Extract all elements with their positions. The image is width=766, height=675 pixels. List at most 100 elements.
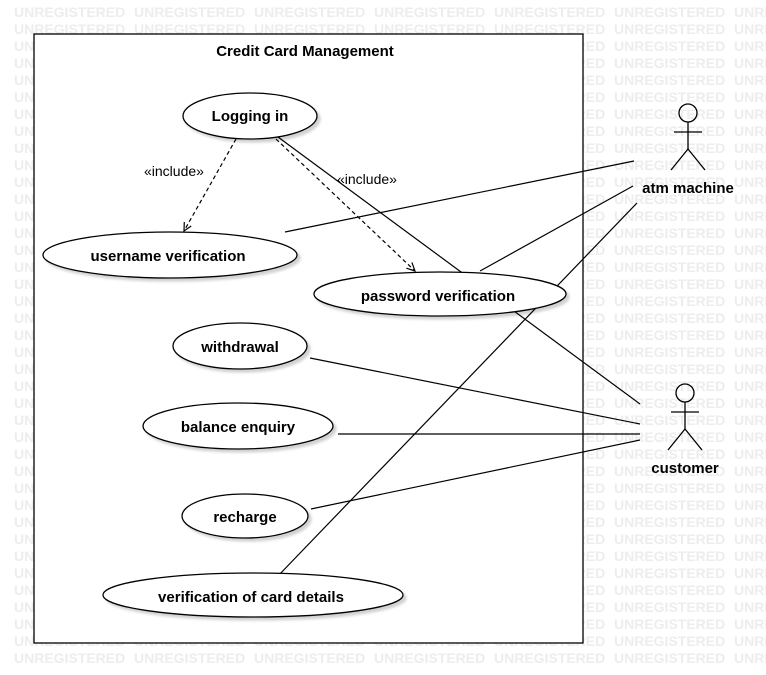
watermark-text: UNREGISTERED: [614, 361, 725, 377]
watermark-text: UNREGISTERED: [614, 565, 725, 581]
watermark-text: UNREGISTERED: [614, 582, 725, 598]
watermark-text: UNREGISTERED: [734, 429, 766, 445]
use-case-recharge[interactable]: recharge: [181, 493, 309, 539]
watermark-text: UNREGISTERED: [734, 650, 766, 666]
watermark-text: UNREGISTERED: [734, 378, 766, 394]
watermark-text: UNREGISTERED: [734, 208, 766, 224]
use-case-withdrawal-label: withdrawal: [200, 339, 279, 356]
watermark-text: UNREGISTERED: [134, 650, 245, 666]
use-case-card-details-label: verification of card details: [158, 589, 344, 606]
actor-atm-machine[interactable]: atm machine: [642, 103, 734, 197]
use-case-withdrawal-shape: [172, 322, 308, 370]
watermark-text: UNREGISTERED: [254, 21, 365, 37]
watermark-text: UNREGISTERED: [614, 89, 725, 105]
watermark-text: UNREGISTERED: [734, 361, 766, 377]
watermark-text: UNREGISTERED: [734, 599, 766, 615]
use-case-logging-in[interactable]: Logging in: [182, 92, 318, 140]
watermark-text: UNREGISTERED: [374, 21, 485, 37]
actor-customer[interactable]: customer: [651, 383, 719, 477]
watermark-text: UNREGISTERED: [614, 531, 725, 547]
watermark-text: UNREGISTERED: [254, 4, 365, 20]
watermark-text: UNREGISTERED: [734, 565, 766, 581]
actor-customer-figure: [667, 383, 703, 451]
include-username-arrowhead: [183, 221, 192, 233]
watermark-text: UNREGISTERED: [614, 378, 725, 394]
watermark-text: UNREGISTERED: [734, 633, 766, 649]
actor-atm-machine-label: atm machine: [642, 180, 734, 197]
watermark-text: UNREGISTERED: [614, 344, 725, 360]
watermark-text: UNREGISTERED: [614, 514, 725, 530]
watermark-text: UNREGISTERED: [614, 4, 725, 20]
use-case-username-verification-shape: [42, 231, 298, 279]
watermark-text: UNREGISTERED: [734, 89, 766, 105]
assoc-carddetails-atm: [276, 202, 638, 578]
watermark-text: UNREGISTERED: [614, 327, 725, 343]
watermark-text: UNREGISTERED: [734, 21, 766, 37]
watermark-text: UNREGISTERED: [14, 650, 125, 666]
watermark-text: UNREGISTERED: [734, 123, 766, 139]
watermark-text: UNREGISTERED: [614, 650, 725, 666]
watermark-text: UNREGISTERED: [734, 174, 766, 190]
watermark-text: UNREGISTERED: [614, 395, 725, 411]
use-case-card-details[interactable]: verification of card details: [102, 572, 404, 618]
use-case-password-verification[interactable]: password verification: [313, 271, 567, 317]
assoc-withdrawal-customer: [309, 357, 641, 425]
include-password-arrowhead: [406, 262, 416, 272]
watermark-text: UNREGISTERED: [614, 310, 725, 326]
watermark-text: UNREGISTERED: [134, 21, 245, 37]
actor-atm-machine-figure: [670, 103, 706, 171]
watermark-text: UNREGISTERED: [734, 327, 766, 343]
watermark-text: UNREGISTERED: [734, 412, 766, 428]
watermark-text: UNREGISTERED: [614, 259, 725, 275]
watermark-text: UNREGISTERED: [734, 242, 766, 258]
watermark-text: UNREGISTERED: [734, 140, 766, 156]
watermark-text: UNREGISTERED: [614, 157, 725, 173]
watermark-text: UNREGISTERED: [614, 242, 725, 258]
use-case-password-verification-shape: [313, 271, 567, 317]
watermark-text: UNREGISTERED: [614, 21, 725, 37]
use-case-password-verification-label: password verification: [361, 288, 515, 305]
watermark-text: UNREGISTERED: [614, 480, 725, 496]
watermark-text: UNREGISTERED: [734, 514, 766, 530]
watermark-text: UNREGISTERED: [614, 293, 725, 309]
watermark-text: UNREGISTERED: [614, 208, 725, 224]
watermark-text: UNREGISTERED: [734, 463, 766, 479]
use-case-logging-in-shape: [182, 92, 318, 140]
use-case-recharge-shape: [181, 493, 309, 539]
watermark-text: UNREGISTERED: [614, 276, 725, 292]
watermark-text: UNREGISTERED: [734, 4, 766, 20]
use-case-withdrawal[interactable]: withdrawal: [172, 322, 308, 370]
watermark-text: UNREGISTERED: [734, 191, 766, 207]
watermark-text: UNREGISTERED: [614, 497, 725, 513]
include-label-username: «include»: [144, 163, 204, 179]
watermark-text: UNREGISTERED: [614, 72, 725, 88]
use-case-recharge-label: recharge: [213, 509, 276, 526]
system-title: Credit Card Management: [216, 43, 394, 60]
watermark-text: UNREGISTERED: [494, 4, 605, 20]
watermark-text: UNREGISTERED: [254, 650, 365, 666]
use-case-username-verification[interactable]: username verification: [42, 231, 298, 279]
assoc-recharge-customer: [310, 439, 641, 510]
watermark-text: UNREGISTERED: [614, 429, 725, 445]
watermark-text: UNREGISTERED: [734, 293, 766, 309]
watermark-text: UNREGISTERED: [734, 55, 766, 71]
use-case-balance-enquiry[interactable]: balance enquiry: [142, 402, 334, 450]
watermark-text: UNREGISTERED: [614, 38, 725, 54]
use-case-balance-enquiry-shape: [142, 402, 334, 450]
include-password-line: [275, 138, 416, 272]
system-boundary: [33, 33, 584, 644]
use-case-balance-enquiry-label: balance enquiry: [181, 419, 296, 436]
watermark-text: UNREGISTERED: [734, 616, 766, 632]
watermark-text: UNREGISTERED: [14, 21, 125, 37]
watermark-text: UNREGISTERED: [614, 463, 725, 479]
watermark-text: UNREGISTERED: [614, 191, 725, 207]
watermark-text: UNREGISTERED: [614, 599, 725, 615]
watermark-text: UNREGISTERED: [734, 582, 766, 598]
watermark-text: UNREGISTERED: [734, 259, 766, 275]
watermark-text: UNREGISTERED: [614, 123, 725, 139]
watermark-text: UNREGISTERED: [614, 548, 725, 564]
watermark-text: UNREGISTERED: [734, 276, 766, 292]
watermark-text: UNREGISTERED: [614, 412, 725, 428]
watermark-text: UNREGISTERED: [734, 106, 766, 122]
